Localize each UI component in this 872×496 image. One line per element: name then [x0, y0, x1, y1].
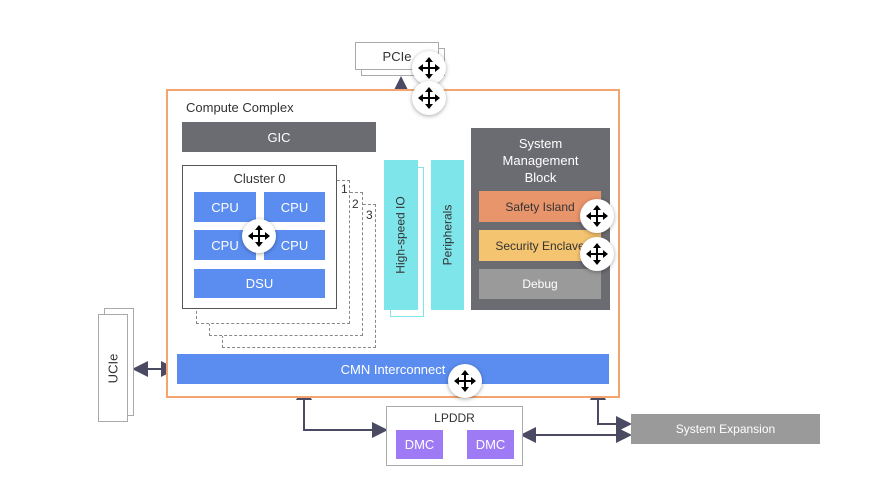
- dmc-block[interactable]: DMC: [467, 430, 514, 459]
- peripherals-block[interactable]: Peripherals: [431, 160, 464, 310]
- smb-title-line: Management: [502, 153, 579, 168]
- cmn-expansion-arrow: [590, 384, 632, 432]
- dsu-label: DSU: [245, 276, 274, 291]
- compute-complex-title: Compute Complex: [186, 100, 294, 115]
- smb-title-line: System: [518, 136, 563, 151]
- cluster-number-2: 2: [352, 197, 359, 211]
- move-icon[interactable]: [412, 51, 446, 85]
- gic-label: GIC: [267, 129, 291, 145]
- system-expansion-block[interactable]: System Expansion: [631, 414, 820, 444]
- cpu-block[interactable]: CPU: [194, 192, 256, 222]
- dsu-block[interactable]: DSU: [194, 269, 325, 298]
- safety-island-block[interactable]: Safety Island: [479, 191, 601, 222]
- system-expansion-label: System Expansion: [675, 422, 776, 436]
- security-enclave-label: Security Enclave: [495, 238, 585, 253]
- cluster-number-1: 1: [341, 182, 348, 196]
- gic-block[interactable]: GIC: [182, 122, 376, 152]
- cluster-number-3: 3: [366, 208, 373, 222]
- high-speed-io-block[interactable]: High-speed IO: [384, 160, 418, 310]
- cpu-label: CPU: [280, 199, 309, 215]
- cmn-label: CMN Interconnect: [340, 361, 446, 377]
- cmn-lpddr-arrow: [296, 384, 388, 438]
- smb-title-line: Block: [524, 170, 557, 185]
- move-icon[interactable]: [448, 364, 482, 398]
- dmc-label: DMC: [475, 437, 506, 452]
- cpu-block[interactable]: CPU: [264, 192, 325, 222]
- cpu-label: CPU: [211, 199, 239, 215]
- ucie-box[interactable]: UCIe: [98, 314, 128, 422]
- move-icon[interactable]: [412, 81, 446, 115]
- smb-title: System Management Block: [471, 135, 610, 186]
- ucie-label: UCIe: [105, 353, 121, 383]
- cpu-label: CPU: [280, 237, 309, 253]
- high-speed-io-label: High-speed IO: [394, 196, 408, 274]
- pcie-label: PCIe: [382, 48, 412, 64]
- peripherals-label: Peripherals: [440, 204, 455, 266]
- lpddr-title: LPDDR: [434, 411, 475, 425]
- move-icon[interactable]: [242, 219, 276, 253]
- move-icon[interactable]: [580, 199, 614, 233]
- debug-block[interactable]: Debug: [479, 269, 601, 299]
- cluster-0-title: Cluster 0: [233, 171, 286, 186]
- dmc-block[interactable]: DMC: [396, 430, 443, 459]
- dmc-label: DMC: [404, 437, 435, 452]
- debug-label: Debug: [522, 277, 558, 291]
- cpu-label: CPU: [211, 237, 239, 253]
- move-icon[interactable]: [580, 237, 614, 271]
- cmn-interconnect-block[interactable]: CMN Interconnect: [177, 354, 609, 384]
- safety-island-label: Safety Island: [505, 199, 575, 214]
